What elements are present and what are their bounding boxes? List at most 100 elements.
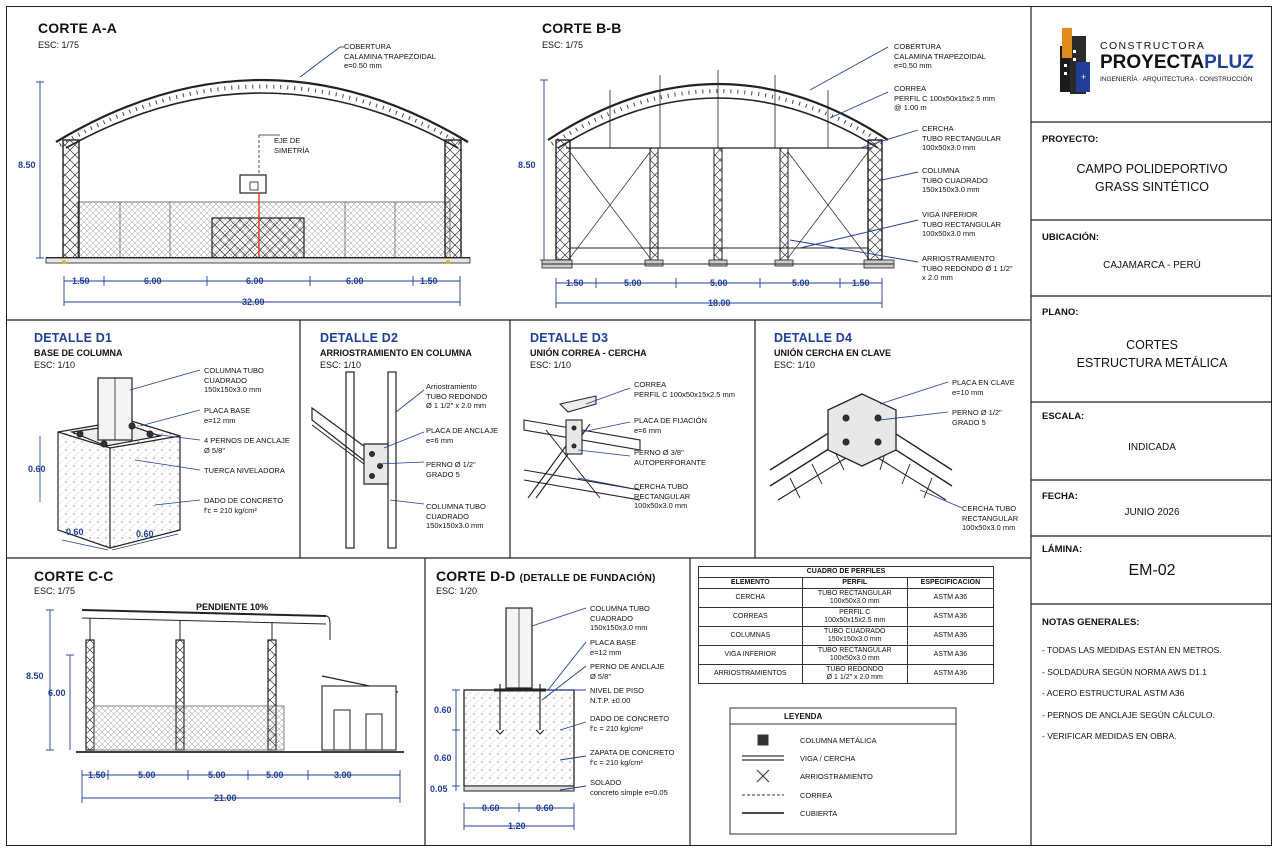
legend-item: CUBIERTA	[800, 809, 838, 818]
detalle-d3-scale: ESC: 1/10	[530, 360, 572, 370]
corte-cc-dim-5: 3.00	[334, 770, 352, 780]
corte-cc-pendiente-label: PENDIENTE 10%	[196, 602, 269, 612]
fecha-value: JUNIO 2026	[1124, 507, 1180, 518]
legend-column-symbol	[757, 734, 769, 746]
ubicacion-label: UBICACIÓN:	[1042, 232, 1099, 243]
escala-label: ESCALA:	[1042, 411, 1085, 422]
corte-bb-total-dim: 18.00	[708, 298, 731, 308]
corte-dd-title-main: CORTE D-D	[436, 568, 516, 584]
plano-label: PLANO:	[1042, 307, 1079, 318]
table-cell: ASTM A36	[906, 645, 995, 665]
detalle-d4-label-placa: PLACA EN CLAVE e=10 mm	[952, 378, 1015, 397]
corte-aa-dim-1: 1.50	[72, 276, 90, 286]
corte-bb-height-dim: 8.50	[518, 160, 536, 170]
nota-item: - ACERO ESTRUCTURAL ASTM A36	[1042, 688, 1185, 698]
legend-box	[729, 707, 957, 835]
corte-aa-title: CORTE A-A	[38, 20, 118, 36]
corte-bb-dimensions	[540, 46, 919, 308]
detalle-d1-leaders	[39, 369, 201, 551]
panel-dividers	[6, 6, 1272, 846]
corte-aa-scale: ESC: 1/75	[38, 40, 80, 50]
corte-cc-dim-2: 5.00	[138, 770, 156, 780]
detalle-d3-drawing	[523, 395, 641, 501]
detalle-d3-label-correa: CORREA PERFIL C 100x50x15x2.5 mm	[634, 380, 736, 399]
corte-dd-drawing	[463, 607, 575, 792]
corte-dd-title-sub: (DETALLE DE FUNDACIÓN)	[519, 573, 656, 584]
svg-text:+: +	[1081, 72, 1086, 82]
detalle-d3-leaders	[577, 387, 631, 489]
table-cell: CORREAS	[698, 607, 803, 627]
nota-item: - TODAS LAS MEDIDAS ESTÁN EN METROS.	[1042, 645, 1222, 655]
plano-value: CORTES ESTRUCTURA METÁLICA	[1076, 338, 1228, 370]
detalle-d3-label-perno: PERNO Ø 3/8" AUTOPERFORANTE	[634, 448, 706, 467]
detalle-d1-label-dado: DADO DE CONCRETO f'c = 210 kg/cm²	[204, 496, 284, 515]
company-tagline: INGENIERÍA · ARQUITECTURA · CONSTRUCCIÓN	[1100, 76, 1253, 83]
detalle-d1-label-tuerca: TUERCA NIVELADORA	[204, 466, 285, 475]
sheet-frame	[6, 6, 1272, 846]
corte-cc-height2-dim: 6.00	[48, 688, 66, 698]
nota-item: - PERNOS DE ANCLAJE SEGÚN CÁLCULO.	[1042, 710, 1215, 720]
detalle-d3-subtitle: UNIÓN CORREA - CERCHA	[530, 348, 647, 358]
corte-aa-dim-2: 6.00	[144, 276, 162, 286]
corte-bb-columna-label: COLUMNA TUBO CUADRADO 150x150x3.0 mm	[922, 166, 988, 194]
corte-dd-width-dim-1: 0.60	[482, 803, 500, 813]
corte-dd-label-zapata: ZAPATA DE CONCRETO f'c = 210 kg/cm²	[590, 748, 675, 767]
profiles-table-header: PERFIL	[801, 577, 908, 589]
corte-aa-eje-label: EJE DE SIMETRÍA	[274, 136, 310, 155]
nota-item: - VERIFICAR MEDIDAS EN OBRA.	[1042, 731, 1177, 741]
detalle-d1-scale: ESC: 1/10	[34, 360, 76, 370]
corte-bb-cobertura-label: COBERTURA CALAMINA TRAPEZOIDAL e=0.50 mm	[894, 42, 986, 70]
corte-dd-total-dim: 1.20	[508, 821, 526, 831]
detalle-d1-width-dim-1: 0.60	[66, 527, 84, 537]
table-cell: VIGA INFERIOR	[698, 645, 803, 665]
company-name-2: PLUZ	[1204, 52, 1254, 73]
profiles-table-header: ESPECIFICACIÓN	[906, 577, 995, 589]
escala-value: INDICADA	[1128, 442, 1176, 453]
detalle-d4-label-perno: PERNO Ø 1/2" GRADO 5	[952, 408, 1002, 427]
detalle-d1-drawing	[57, 377, 181, 549]
detalle-d4-subtitle: UNIÓN CERCHA EN CLAVE	[774, 348, 892, 358]
detalle-d3-label-placa: PLACA DE FIJACIÓN e=6 mm	[634, 416, 707, 435]
detalle-d4-leaders	[879, 381, 963, 509]
detalle-d1-height-dim: 0.60	[28, 464, 46, 474]
detalle-d4-drawing	[769, 393, 953, 501]
table-cell: TUBO REDONDO Ø 1 1/2" x 2.0 mm	[801, 664, 908, 684]
legend-title: LEYENDA	[784, 712, 823, 721]
corte-bb-dim-1: 1.50	[566, 278, 584, 288]
fecha-label: FECHA:	[1042, 491, 1078, 502]
legend-item: VIGA / CERCHA	[800, 754, 856, 763]
corte-bb-dim-2: 5.00	[624, 278, 642, 288]
detalle-d2-scale: ESC: 1/10	[320, 360, 362, 370]
detalle-d4-label-cercha: CERCHA TUBO RECTANGULAR 100x50x3.0 mm	[962, 504, 1019, 532]
corte-aa-cobertura-label: COBERTURA CALAMINA TRAPEZOIDAL e=0.50 mm	[344, 42, 436, 70]
table-cell: CERCHA	[698, 588, 803, 608]
lamina-label: LÁMINA:	[1042, 544, 1083, 555]
corte-dd-hdim-2: 0.60	[434, 753, 452, 763]
corte-cc-title: CORTE C-C	[34, 568, 114, 584]
detalle-d1-title: DETALLE D1	[34, 331, 113, 345]
company-name-1: PROYECTA	[1100, 52, 1205, 73]
corte-dd-label-placa: PLACA BASE e=12 mm	[590, 638, 637, 657]
corte-cc-dim-3: 5.00	[208, 770, 226, 780]
table-cell: ASTM A36	[906, 588, 995, 608]
table-cell: TUBO RECTANGULAR 100x50x3.0 mm	[801, 645, 908, 665]
corte-dd-dimensions	[452, 607, 587, 830]
ubicacion-value: CAJAMARCA - PERÚ	[1103, 260, 1201, 271]
corte-aa-dim-5: 1.50	[420, 276, 438, 286]
corte-aa-drawing	[45, 78, 471, 264]
table-cell: ASTM A36	[906, 626, 995, 646]
table-cell: TUBO CUADRADO 150x150x3.0 mm	[801, 626, 908, 646]
corte-dd-hdim-3: 0.05	[430, 784, 448, 794]
table-cell: COLUMNAS	[698, 626, 803, 646]
detalle-d3-label-cercha: CERCHA TUBO RECTANGULAR 100x50x3.0 mm	[634, 482, 691, 510]
corte-bb-dim-5: 1.50	[852, 278, 870, 288]
corte-bb-dim-3: 5.00	[710, 278, 728, 288]
legend-item: ARRIOSTRAMIENTO	[800, 772, 873, 781]
profiles-table-header: ELEMENTO	[698, 577, 803, 589]
detalle-d2-drawing	[311, 371, 397, 549]
